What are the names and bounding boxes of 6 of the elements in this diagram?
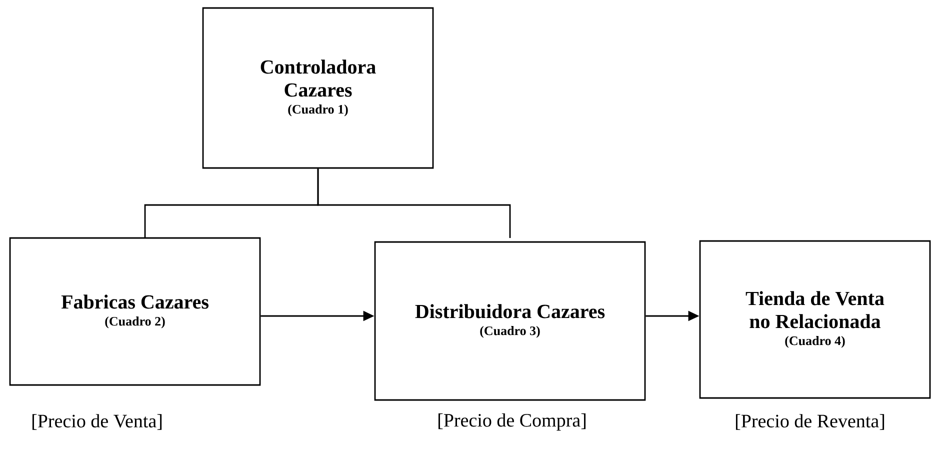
price-label: [Precio de Venta] xyxy=(32,414,162,430)
process-box: Tienda de Venta no Relacionada (Cuadro 4) xyxy=(699,240,931,399)
connector-line xyxy=(317,168,511,238)
process-box: Distribuidora Cazares (Cuadro 3) xyxy=(374,241,646,401)
process-box: Controladora Cazares (Cuadro 1) xyxy=(202,7,434,169)
process-box: Fabricas Cazares (Cuadro 2) xyxy=(9,237,261,386)
